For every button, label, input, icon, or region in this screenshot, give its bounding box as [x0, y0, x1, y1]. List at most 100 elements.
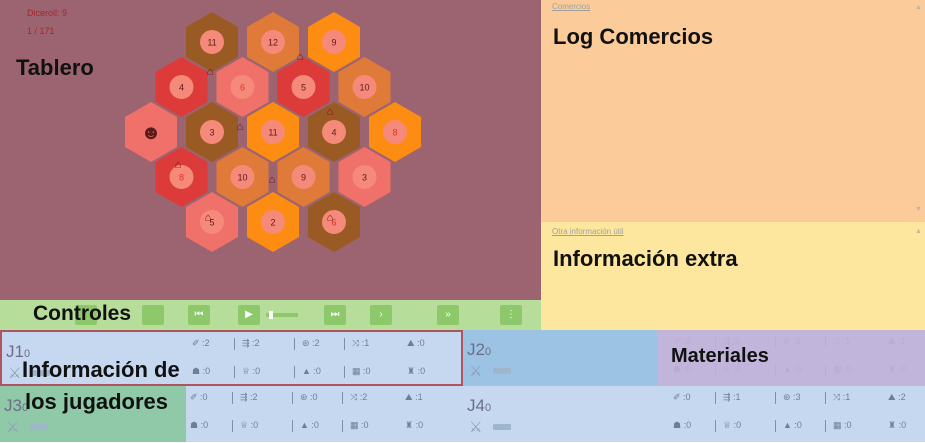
resource-value: :3 — [793, 392, 801, 402]
resource-icon: ♜ — [407, 366, 418, 376]
player-name-text: J1 — [6, 342, 24, 361]
resource-count: ⊛ :2 — [302, 338, 320, 349]
separator — [715, 392, 716, 404]
player-score: 0 — [484, 346, 492, 358]
resource-icon: ⤨ — [833, 392, 843, 402]
player-avatar-icon: ⚔ — [6, 419, 20, 436]
resource-value: :1 — [733, 392, 741, 402]
slider-knob[interactable] — [269, 311, 274, 319]
fast-forward-button[interactable]: » — [437, 305, 459, 325]
house-icon: ⌂ — [269, 174, 276, 186]
resource-icon: ⤨ — [352, 338, 362, 348]
number-token-label: 10 — [359, 83, 369, 93]
resource-icon: ▦ — [350, 420, 362, 430]
player-card-j1[interactable]: J10⚔✐ :2⇶ :2⊛ :2⤨ :1⛰ :0☗ :0♕ :0▲ :0▦ :0… — [0, 330, 463, 386]
play-button[interactable]: ▶ — [238, 305, 260, 325]
separator — [294, 338, 295, 350]
resource-value: :0 — [733, 420, 742, 430]
resource-icon: ▲ — [300, 420, 312, 430]
scroll-down-icon[interactable]: ▼ — [915, 206, 922, 213]
next-button[interactable]: › — [370, 305, 392, 325]
number-token — [200, 120, 224, 144]
resource-icon: ✐ — [673, 392, 684, 402]
number-token-label: 12 — [268, 38, 278, 48]
player-bar — [32, 370, 50, 376]
house-icon: ⌂ — [327, 212, 334, 224]
resource-count: ♜ :0 — [405, 420, 423, 431]
house-icon: ⌂ — [175, 159, 182, 171]
number-token — [322, 30, 346, 54]
player-name-text: J3 — [4, 396, 22, 415]
resource-icon: ♕ — [723, 420, 734, 430]
resource-icon: ▲ — [302, 366, 314, 376]
control-blank-1[interactable] — [75, 305, 97, 325]
resource-value: :0 — [311, 420, 319, 430]
resource-value: :0 — [683, 392, 691, 402]
menu-button[interactable]: ⋮ — [500, 305, 522, 325]
playback-slider[interactable] — [266, 311, 298, 319]
trade-log-link[interactable]: Comercios — [552, 2, 591, 11]
resource-value: :0 — [310, 392, 318, 402]
resource-icon: ✐ — [192, 338, 203, 348]
skip-start-button[interactable]: ⏮ — [188, 305, 210, 325]
resource-value: :0 — [844, 420, 852, 430]
resource-value: :2 — [250, 392, 258, 402]
player-score: 0 — [484, 402, 492, 414]
resource-icon: ♜ — [405, 420, 416, 430]
resource-count: ▦ :0 — [833, 420, 852, 431]
resource-value: :0 — [313, 366, 321, 376]
player-avatar-icon: ⚔ — [469, 419, 483, 436]
resource-count: ▲ :0 — [302, 366, 321, 376]
number-token-label: 5 — [301, 83, 306, 93]
separator — [342, 392, 343, 404]
materials-highlight — [657, 330, 925, 386]
number-token-label: 10 — [237, 173, 247, 183]
scroll-up-icon[interactable]: ▲ — [915, 4, 922, 11]
resource-count: ⛰ :1 — [405, 392, 423, 403]
number-token-label: 8 — [179, 173, 184, 183]
skip-end-icon: ⏭ — [330, 309, 340, 320]
resource-count: ▲ :0 — [783, 420, 802, 430]
resource-count: ⛰ :2 — [888, 392, 906, 403]
number-token — [291, 75, 316, 99]
number-token-label: 3 — [209, 128, 214, 138]
resource-value: :0 — [898, 420, 907, 430]
resource-count: ▦ :0 — [350, 420, 369, 431]
resource-count: ▦ :0 — [352, 366, 371, 377]
player-name: J10 — [6, 342, 30, 362]
skip-end-button[interactable]: ⏭ — [324, 305, 346, 325]
resource-value: :0 — [363, 366, 371, 376]
number-token-label: 5 — [209, 218, 214, 228]
resource-count: ♜ :0 — [888, 420, 906, 431]
extra-info-link[interactable]: Otra información útil — [552, 227, 624, 236]
house-icon: ⌂ — [205, 212, 212, 224]
scroll-up-icon[interactable]: ▲ — [915, 228, 922, 235]
separator — [294, 366, 295, 378]
number-token — [169, 75, 194, 99]
number-token — [261, 120, 285, 144]
number-token-label: 3 — [362, 173, 367, 183]
player-bar — [493, 424, 511, 430]
resource-icon: ☗ — [673, 420, 684, 430]
control-blank-2[interactable] — [142, 305, 164, 325]
house-icon: ⌂ — [207, 66, 214, 78]
resource-value: :0 — [361, 420, 369, 430]
player-card-j3[interactable]: J30⚔✐ :0⇶ :2⊛ :0⤨ :2⛰ :1☗ :0♕ :0▲ :0▦ :0… — [0, 386, 463, 442]
dice-roll-text: Diceroll: 9 — [27, 8, 68, 18]
player-name: J20 — [467, 340, 491, 360]
player-card-j4[interactable]: J40⚔✐ :0⇶ :1⊛ :3⤨ :1⛰ :2☗ :0♕ :0▲ :0▦ :0… — [463, 386, 925, 442]
resource-count: ⛰ :0 — [407, 338, 425, 349]
number-token — [169, 165, 194, 189]
resource-count: ✐ :0 — [190, 392, 208, 403]
number-token — [322, 210, 346, 234]
resource-count: ☗ :0 — [673, 420, 691, 431]
player-name: J40 — [467, 396, 491, 416]
fast-forward-icon: » — [445, 309, 451, 320]
chevron-right-icon: › — [379, 309, 383, 320]
resource-count: ✐ :2 — [192, 338, 210, 349]
resource-count: ☗ :0 — [192, 366, 210, 377]
resource-value: :0 — [200, 392, 208, 402]
resource-icon: ▦ — [352, 366, 364, 376]
resource-value: :1 — [842, 392, 851, 402]
player-avatar-icon: ⚔ — [469, 363, 483, 380]
